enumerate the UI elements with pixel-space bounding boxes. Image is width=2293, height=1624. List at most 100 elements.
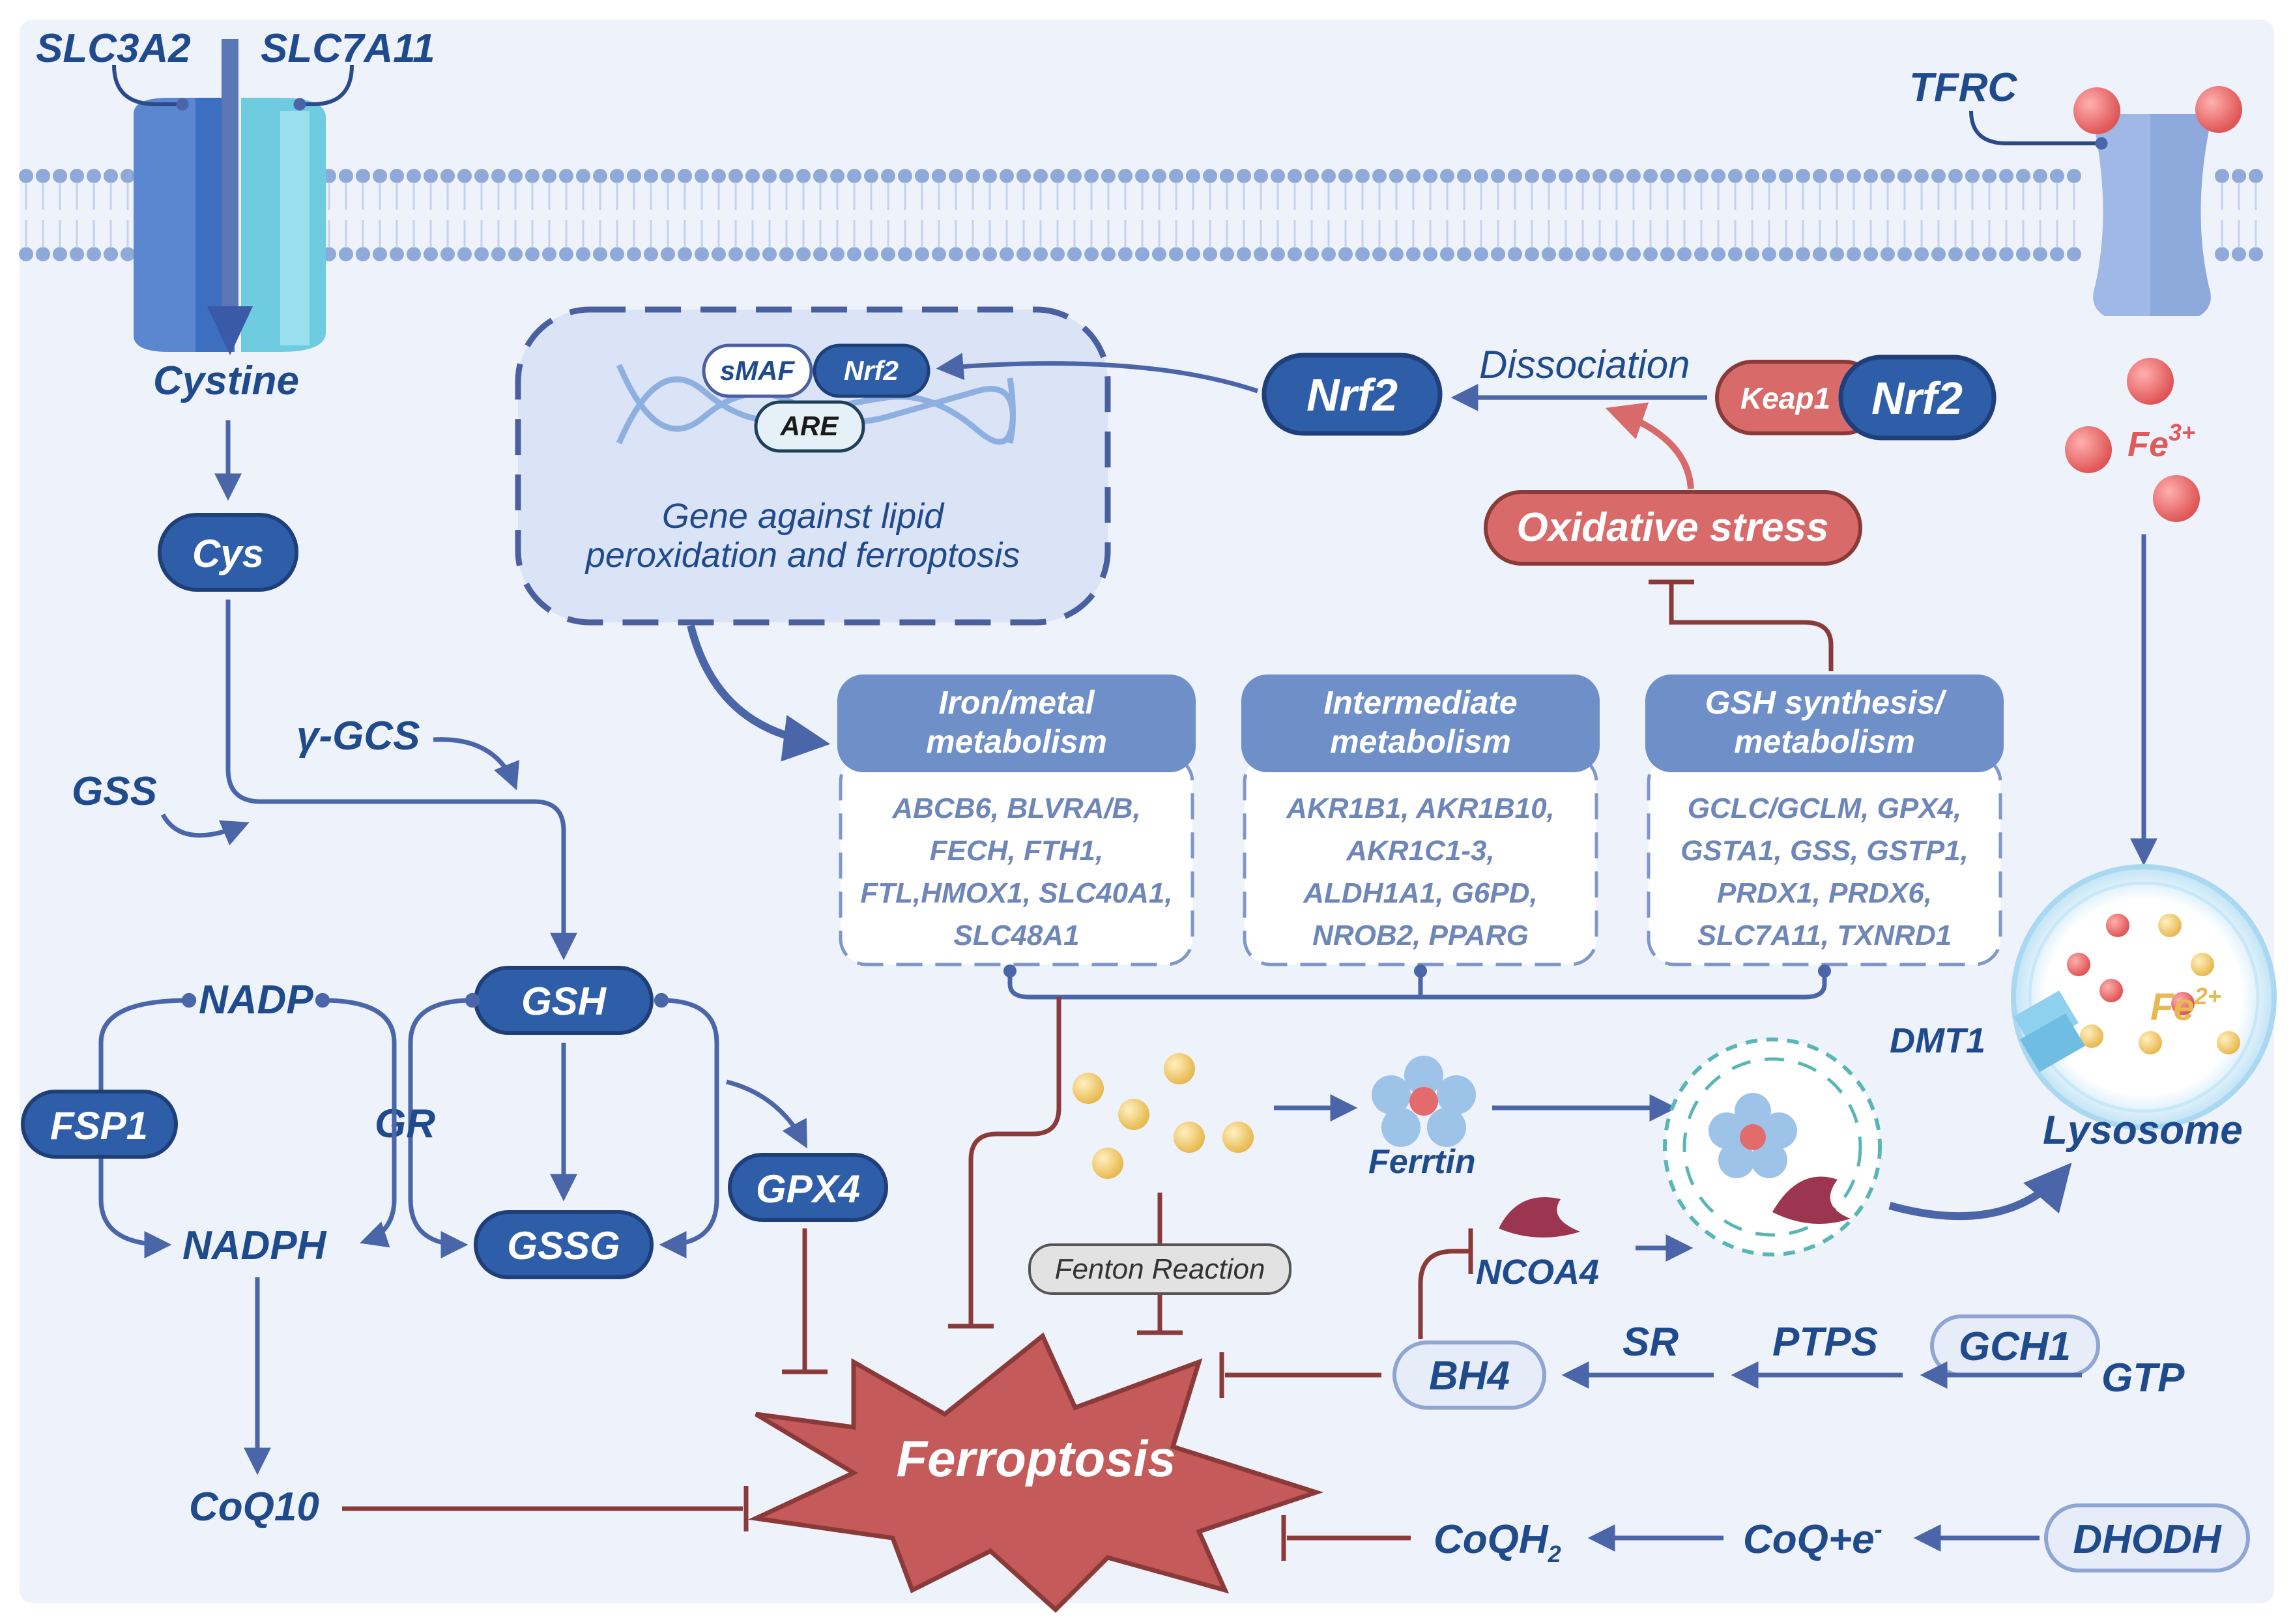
vesicle-to-lysosome-arrow (1888, 1163, 2072, 1221)
tfrc-pointer (1969, 110, 2108, 150)
slc7a11-label: SLC7A11 (261, 26, 435, 71)
membrane-lipid (779, 247, 794, 261)
membrane-lipid (1626, 247, 1641, 261)
coq10-label: CoQ10 (189, 1485, 319, 1530)
membrane-lipid (1796, 247, 1810, 261)
nrf2-free-label: Nrf2 (1306, 370, 1398, 420)
ferritin-label: Ferrtin (1368, 1143, 1476, 1181)
membrane-lipid (1999, 169, 2013, 183)
membrane-lipid (2232, 247, 2246, 261)
membrane-lipid (508, 247, 523, 261)
membrane-lipid (932, 169, 946, 183)
dhodh-label: DHODH (2073, 1517, 2222, 1562)
membrane-lipid (1423, 169, 1437, 183)
bh4-ncoa4-inhibition (1418, 1249, 1469, 1339)
membrane-lipid (847, 169, 861, 183)
fe3-ion (2127, 358, 2174, 405)
membrane-lipid (1999, 247, 2013, 261)
membrane-lipid (1508, 247, 1522, 261)
membrane-lipid (1897, 169, 1912, 183)
gene-line: NROB2, PPARG (1312, 920, 1529, 951)
gene-line: SLC48A1 (953, 920, 1079, 951)
membrane-lipid (1965, 169, 1980, 183)
gamma-gcs-label: γ-GCS (296, 714, 420, 759)
membrane-lipid (576, 169, 590, 183)
membrane-lipid (678, 247, 692, 261)
membrane-lipid (53, 247, 67, 261)
membrane-lipid (644, 247, 658, 261)
membrane-lipid (1017, 247, 1031, 261)
membrane-lipid (1000, 169, 1014, 183)
membrane-lipid (762, 247, 777, 261)
membrane-lipid (1406, 247, 1421, 261)
membrane-lipid (1220, 247, 1234, 261)
membrane-lipid (813, 247, 828, 261)
membrane-lipid (1338, 247, 1353, 261)
smaf-label: sMAF (720, 355, 796, 386)
nucleus-box (515, 306, 1111, 626)
fe3-ion (2153, 475, 2200, 522)
membrane-lipid (1559, 169, 1573, 183)
category-iron-metal: Iron/metal metabolism ABCB6, BLVRA/B, FE… (837, 674, 1196, 966)
membrane-lipid (1271, 169, 1285, 183)
membrane-lipid (712, 247, 726, 261)
membrane-lipid (1440, 247, 1454, 261)
are-node (754, 400, 865, 453)
fenton-node (1028, 1243, 1291, 1295)
gene-categories: Iron/metal metabolism ABCB6, BLVRA/B, FE… (837, 674, 2004, 966)
gene-line: AKR1B1, AKR1B10, (1286, 792, 1555, 824)
membrane-lipid (104, 247, 118, 261)
category-title-3b: metabolism (1734, 723, 1915, 760)
membrane-lipid (898, 169, 912, 183)
membrane-lipid (1982, 247, 1997, 261)
ferritinophagy-vesicle (1663, 1037, 1882, 1256)
gamma-gcs-arrow (433, 737, 519, 790)
membrane-lipid (847, 247, 861, 261)
membrane-lipid (407, 169, 421, 183)
membrane-lipid (390, 169, 404, 183)
membrane-lipid (830, 169, 844, 183)
membrane-lipid (1067, 169, 1082, 183)
membrane-lipid (796, 247, 811, 261)
nadph-label: NADPH (182, 1223, 327, 1268)
category-bracket (1007, 971, 1827, 1000)
keap1-label: Keap1 (1740, 381, 1830, 415)
membrane-lipid (1389, 247, 1404, 261)
membrane-lipid (1355, 169, 1370, 183)
oxidative-stress-node (1484, 490, 1862, 566)
membrane-lipid (1728, 247, 1742, 261)
membrane-lipid (36, 247, 50, 261)
nucleus-caption-1: Gene against lipid (662, 497, 945, 536)
nrf2-complex-node (1838, 355, 1997, 441)
membrane-lipid (1084, 169, 1099, 183)
slc3a2-label: SLC3A2 (36, 26, 191, 71)
membrane-lipid (1677, 247, 1692, 261)
membrane-lipid (1067, 247, 1082, 261)
gss-label: GSS (72, 769, 157, 814)
membrane-lipid (1152, 169, 1166, 183)
gr-loop-left (315, 993, 397, 1248)
membrane-lipid (1321, 169, 1336, 183)
membrane-lipid (356, 169, 370, 183)
membrane-lipid (1000, 247, 1014, 261)
membrane-lipid (745, 247, 760, 261)
membrane-lipid (525, 247, 540, 261)
gene-line: GCLC/GCLM, GPX4, (1688, 792, 1961, 824)
membrane-lipid (1677, 169, 1692, 183)
membrane-lipid (1186, 169, 1200, 183)
membrane-lipid (915, 169, 929, 183)
membrane-lipid (627, 247, 641, 261)
membrane-lipid (1643, 169, 1658, 183)
bh4-label: BH4 (1429, 1354, 1510, 1399)
fe3-label: Fe3+ (2127, 419, 2195, 464)
membrane-lipid (1897, 247, 1912, 261)
membrane-lipid (1372, 169, 1387, 183)
category-inhibition (968, 997, 1061, 1326)
membrane-lipid (1474, 169, 1488, 183)
membrane-lipid (1813, 169, 1827, 183)
category-title-1b: metabolism (926, 723, 1107, 760)
membrane-lipid (1745, 169, 1759, 183)
dmt1-label: DMT1 (1890, 1021, 1985, 1060)
gene-line: FECH, FTH1, (930, 835, 1103, 867)
membrane-lipid (1338, 169, 1353, 183)
